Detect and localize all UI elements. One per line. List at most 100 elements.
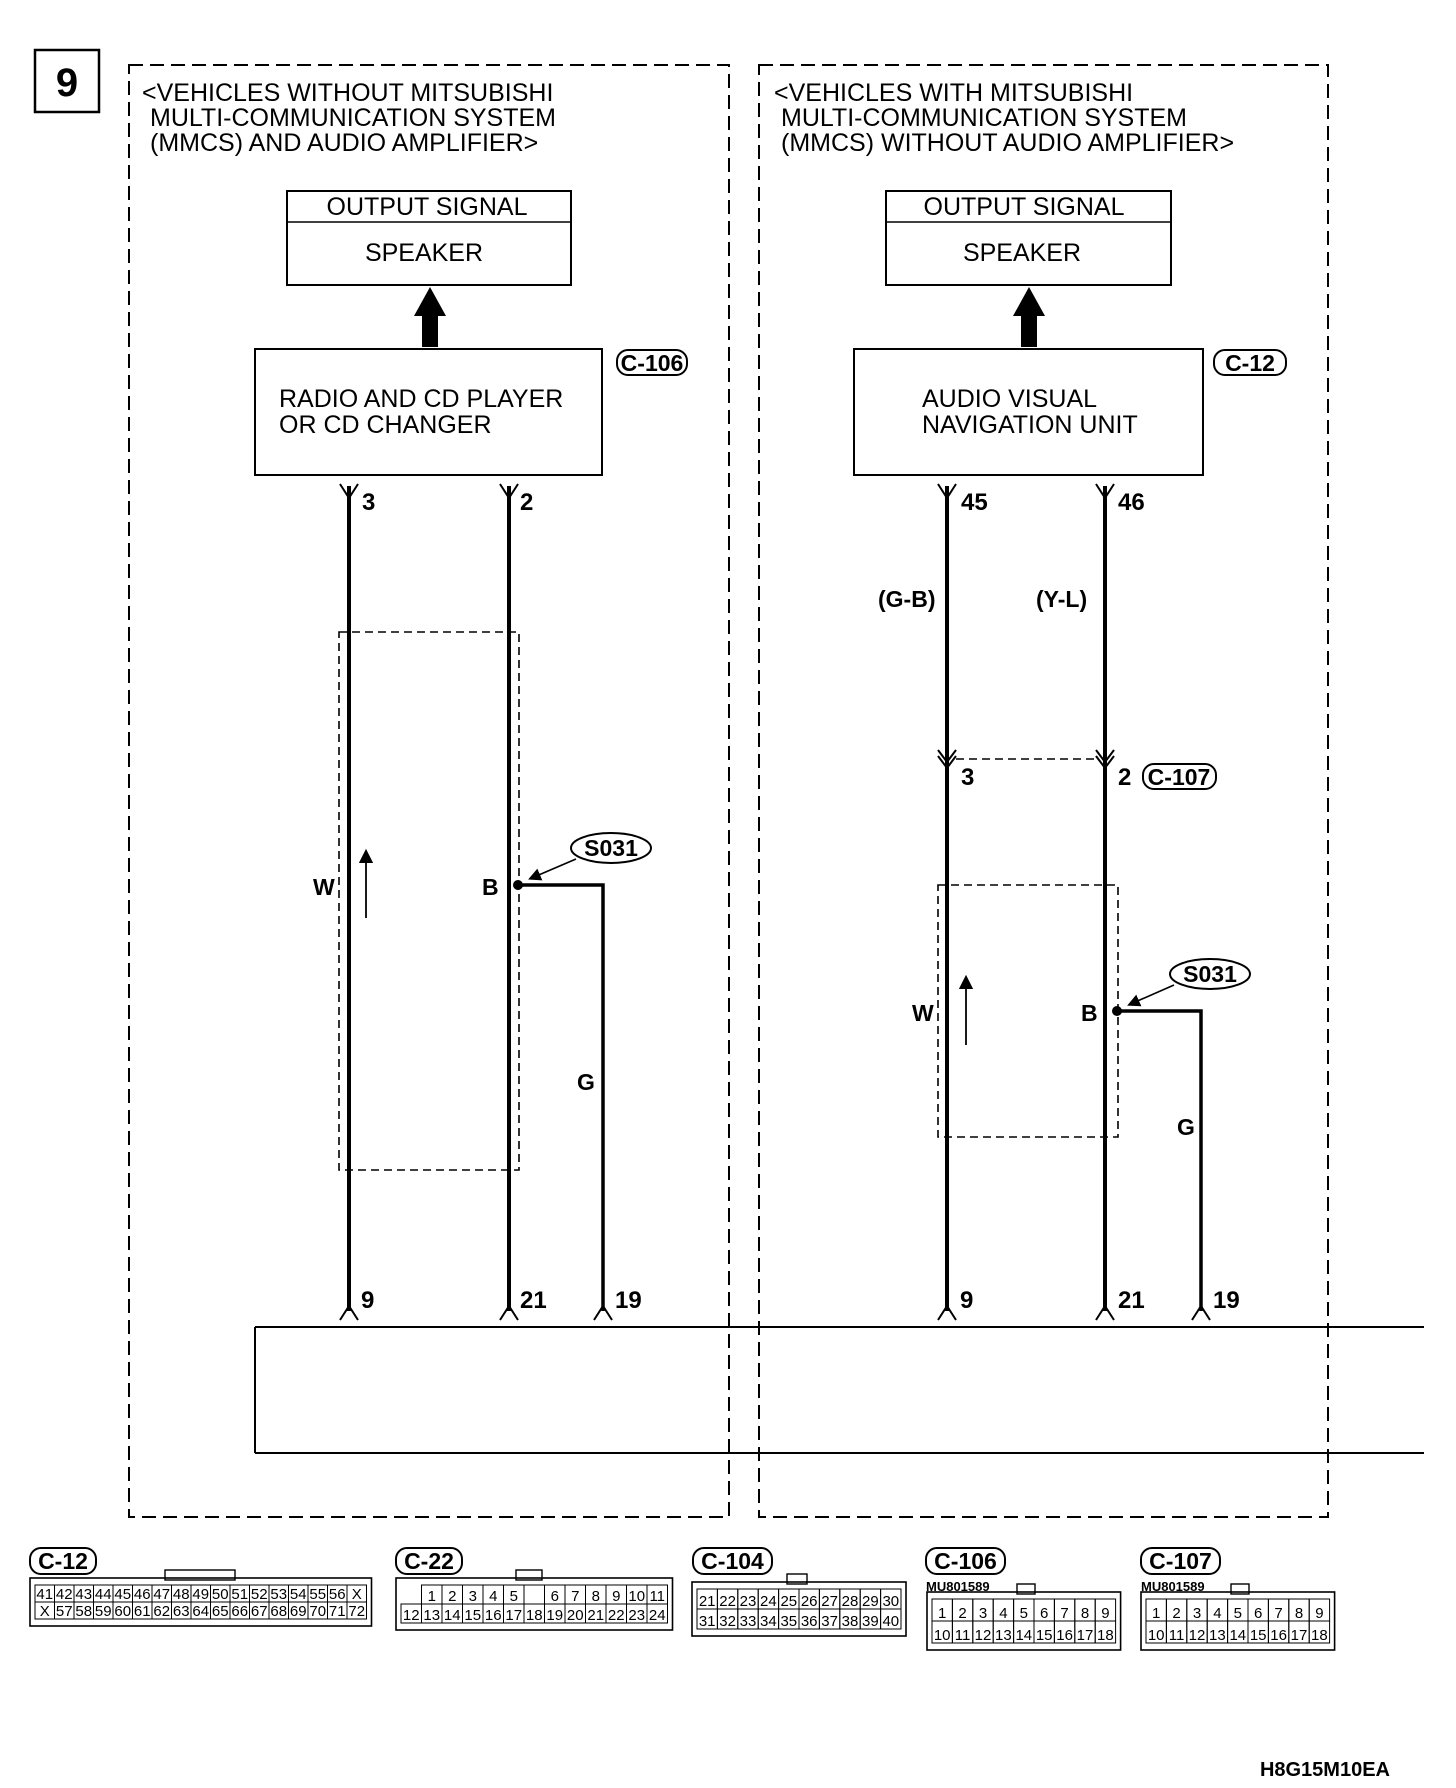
connector-pin: 7 bbox=[571, 1588, 579, 1605]
left-bottom-pin-1: 9 bbox=[361, 1287, 374, 1314]
connector-pin: 35 bbox=[780, 1613, 797, 1630]
right-header-line-1: <VEHICLES WITH MITSUBISHI bbox=[774, 79, 1133, 107]
connector-pin: 36 bbox=[801, 1613, 818, 1630]
connector-pin: 45 bbox=[114, 1586, 131, 1603]
right-splice-dot bbox=[1112, 1006, 1122, 1016]
connector-pin: 7 bbox=[1274, 1605, 1282, 1622]
connector-pin: 71 bbox=[329, 1603, 346, 1620]
connector-pin: 2 bbox=[1172, 1605, 1180, 1622]
connector-pin: 43 bbox=[75, 1586, 92, 1603]
connector-pin: 21 bbox=[587, 1607, 604, 1624]
connector-pin: 3 bbox=[469, 1588, 477, 1605]
left-header-line-2: MULTI-COMMUNICATION SYSTEM bbox=[150, 104, 556, 132]
connector-pin: 63 bbox=[173, 1603, 190, 1620]
connector-pin: 16 bbox=[1270, 1627, 1287, 1644]
connector-pin: 69 bbox=[290, 1603, 307, 1620]
connector-pin: 31 bbox=[699, 1613, 716, 1630]
right-intermediate-pin-2: 2 bbox=[1118, 764, 1131, 791]
left-bottom-pin-3: 19 bbox=[615, 1287, 642, 1314]
right-bottom-pin-3: 19 bbox=[1213, 1287, 1240, 1314]
right-pin-labels: 45 46 3 2 9 21 19 bbox=[960, 489, 1240, 1314]
figure-number: 9 bbox=[56, 61, 78, 105]
left-splice-dot bbox=[513, 880, 523, 890]
connector-view-name: C-12 bbox=[38, 1548, 88, 1574]
connector-pin: 51 bbox=[231, 1586, 248, 1603]
left-wires bbox=[339, 483, 613, 1321]
connector-pin: 66 bbox=[231, 1603, 248, 1620]
connector-pin: 1 bbox=[1152, 1605, 1160, 1622]
connector-pin: 10 bbox=[934, 1627, 951, 1644]
connector-pin: 2 bbox=[958, 1605, 966, 1622]
connector-pin: 33 bbox=[740, 1613, 757, 1630]
connector-pin: 53 bbox=[270, 1586, 287, 1603]
left-pin-labels: 3 2 9 21 19 bbox=[361, 489, 642, 1314]
connector-pin: 5 bbox=[1234, 1605, 1242, 1622]
connector-view-name: C-107 bbox=[1149, 1548, 1212, 1574]
right-unit-line-1: AUDIO VISUAL bbox=[922, 385, 1097, 413]
connector-pin: 18 bbox=[526, 1607, 543, 1624]
right-wire-color-w: W bbox=[912, 1000, 934, 1026]
right-bottom-pin-1: 9 bbox=[960, 1287, 973, 1314]
connector-pin: 58 bbox=[75, 1603, 92, 1620]
right-bottom-pin-2: 21 bbox=[1118, 1287, 1145, 1314]
right-unit-connector: C-12 bbox=[1225, 350, 1275, 376]
right-shield-box bbox=[937, 884, 1119, 1138]
right-header-line-3: (MMCS) WITHOUT AUDIO AMPLIFIER> bbox=[781, 129, 1234, 157]
connector-pin: 72 bbox=[348, 1603, 365, 1620]
connector-pin: 9 bbox=[612, 1588, 620, 1605]
right-panel: <VEHICLES WITH MITSUBISHI MULTI-COMMUNIC… bbox=[758, 64, 1329, 1518]
connector-pin: 18 bbox=[1097, 1627, 1114, 1644]
connector-pin: 60 bbox=[114, 1603, 131, 1620]
connector-pin: 42 bbox=[56, 1586, 73, 1603]
connector-pin: 6 bbox=[551, 1588, 559, 1605]
left-top-pin-2: 2 bbox=[520, 489, 533, 516]
left-wire-color-b: B bbox=[482, 874, 499, 900]
connector-pin: 40 bbox=[882, 1613, 899, 1630]
connector-pin: 3 bbox=[979, 1605, 987, 1622]
connector-pin: 16 bbox=[485, 1607, 502, 1624]
left-top-pin-1: 3 bbox=[362, 489, 375, 516]
right-output-signal-box: OUTPUT SIGNAL SPEAKER bbox=[885, 190, 1172, 286]
right-output-content: SPEAKER bbox=[963, 239, 1081, 267]
connector-pin: 23 bbox=[740, 1593, 757, 1610]
connector-pin: 4 bbox=[489, 1588, 497, 1605]
connector-pin: 12 bbox=[975, 1627, 992, 1644]
connector-pin: 38 bbox=[842, 1613, 859, 1630]
connector-pin: 17 bbox=[1077, 1627, 1094, 1644]
connector-pin: 30 bbox=[882, 1593, 899, 1610]
connector-pin: 5 bbox=[1020, 1605, 1028, 1622]
connector-pin: 21 bbox=[699, 1593, 716, 1610]
connector-pin: 14 bbox=[1015, 1627, 1032, 1644]
right-wires bbox=[937, 483, 1211, 1321]
connector-pin: 3 bbox=[1193, 1605, 1201, 1622]
figure-number-box: 9 bbox=[33, 48, 101, 114]
connector-view-name: C-22 bbox=[404, 1548, 454, 1574]
left-output-signal-box: OUTPUT SIGNAL SPEAKER bbox=[286, 190, 572, 286]
connector-pin: 6 bbox=[1040, 1605, 1048, 1622]
connector-pin: 9 bbox=[1101, 1605, 1109, 1622]
connector-pin: 70 bbox=[309, 1603, 326, 1620]
connector-pin: 64 bbox=[192, 1603, 209, 1620]
left-unit-box: RADIO AND CD PLAYER OR CD CHANGER bbox=[254, 348, 603, 476]
connector-pin: 61 bbox=[134, 1603, 151, 1620]
connector-pin: 11 bbox=[1169, 1627, 1185, 1644]
connector-pin: 25 bbox=[780, 1593, 797, 1610]
connector-pin: 23 bbox=[628, 1607, 645, 1624]
connector-pin: 12 bbox=[1189, 1627, 1206, 1644]
connector-pin: 56 bbox=[329, 1586, 346, 1603]
connector-pin: 50 bbox=[212, 1586, 229, 1603]
connector-pin: 19 bbox=[546, 1607, 563, 1624]
right-output-title: OUTPUT SIGNAL bbox=[924, 193, 1125, 221]
connector-part-number: MU801589 bbox=[1141, 1579, 1205, 1594]
connector-pin: 15 bbox=[1036, 1627, 1053, 1644]
right-unit-line-2: NAVIGATION UNIT bbox=[922, 411, 1138, 439]
right-header-line-2: MULTI-COMMUNICATION SYSTEM bbox=[781, 104, 1187, 132]
left-splice-label: S031 bbox=[584, 835, 638, 861]
connector-pin: 1 bbox=[938, 1605, 946, 1622]
right-intermediate-connector-tag: C-107 bbox=[1142, 763, 1217, 790]
connector-pin: 57 bbox=[56, 1603, 73, 1620]
